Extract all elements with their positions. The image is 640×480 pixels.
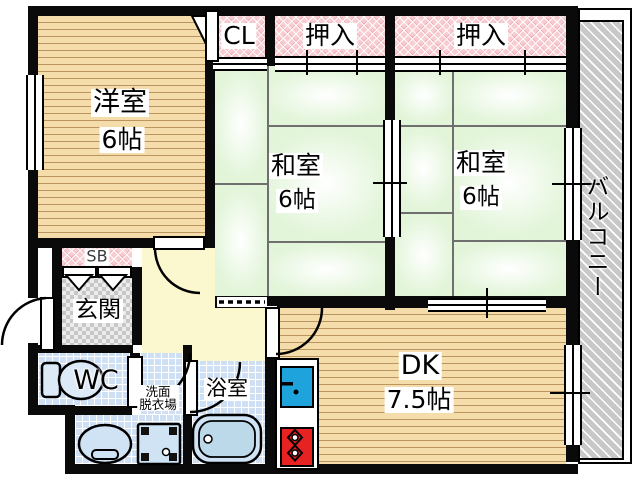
oshiire2-label: 押入: [453, 21, 509, 50]
stove-burner-center: [291, 433, 299, 442]
wc-label: WC: [73, 364, 119, 396]
oshiire1-label: 押入: [302, 21, 358, 50]
wall-bath-east: [265, 358, 275, 464]
japanese-room2-label: 和室: [453, 148, 509, 177]
western-corner-door-triangle: [190, 15, 207, 45]
washroom-label: 洗面 脱衣場: [137, 385, 179, 411]
washroom-label-line2: 脱衣場: [139, 397, 177, 412]
western-room-label: 洋室: [91, 86, 149, 118]
shoebox-triangle-right: [97, 274, 129, 292]
wall-genkan-wc: [28, 345, 133, 353]
stove-burner-center: [291, 449, 299, 457]
washer-corner: [141, 453, 149, 461]
wall-left-lower: [28, 343, 38, 413]
washer-corner: [141, 427, 149, 435]
kitchen-sink: [280, 366, 314, 408]
shoebox-triangle-left: [63, 274, 95, 292]
oshiire2-sliding-door: [395, 56, 566, 72]
dk-label: DK: [398, 349, 442, 381]
toilet-tank: [40, 361, 62, 399]
washer-corner: [169, 453, 177, 461]
bathtub-inner: [198, 420, 256, 458]
bathroom-door-leaf: [184, 360, 198, 416]
wall-sb-west: [52, 245, 62, 345]
sink-faucet: [282, 382, 293, 386]
bathtub-drain: [203, 434, 213, 444]
toilet-bowl: [57, 359, 105, 401]
wall-genkan-east: [132, 267, 142, 345]
entrance-door-leaf: [40, 297, 55, 351]
dk-size: 7.5帖: [384, 385, 454, 414]
bathroom-label: 浴室: [204, 376, 250, 401]
washroom-label-line1: 洗面: [145, 384, 171, 399]
wall-top: [28, 6, 578, 16]
entrance-door-arc: [0, 296, 47, 346]
balcony-floor: [578, 20, 624, 460]
japanese-room1-floor: [215, 66, 385, 298]
dk-window: [564, 345, 582, 445]
cl-door: [213, 57, 267, 71]
western-room-size: 6帖: [99, 125, 145, 154]
stove-burner: [286, 444, 304, 462]
western-door-arc: [153, 247, 201, 295]
wash-basin-ledge: [91, 449, 119, 460]
japanese-rooms-sliding-door: [383, 120, 401, 237]
wall-western-east: [205, 6, 215, 248]
western-window: [26, 75, 44, 170]
wall-western-south: [38, 238, 205, 248]
japanese-room1-size: 6帖: [276, 187, 318, 214]
washer-corner: [169, 427, 177, 435]
closet-cl-label: CL: [221, 21, 257, 50]
wall-bottomleft-v: [65, 405, 75, 474]
japanese-room2-size: 6帖: [460, 184, 502, 211]
wall-bottom: [65, 464, 578, 474]
genkan-label: 玄関: [73, 297, 123, 324]
balcony-label: バルコニー: [581, 174, 608, 300]
western-door-leaf: [153, 236, 205, 250]
japanese-room2-floor: [395, 66, 566, 298]
wall-wc-south: [28, 406, 132, 415]
dk-door-arc: [275, 307, 324, 356]
shoebox-label: SB: [84, 246, 110, 266]
japanese-room1-label: 和室: [268, 151, 324, 180]
dk-door-leaf: [265, 307, 280, 359]
washer-drain: [161, 447, 171, 457]
sink-drain: [293, 389, 299, 395]
wall-cl-oshiire1: [265, 6, 275, 66]
oshiire2-floor: [395, 16, 566, 56]
